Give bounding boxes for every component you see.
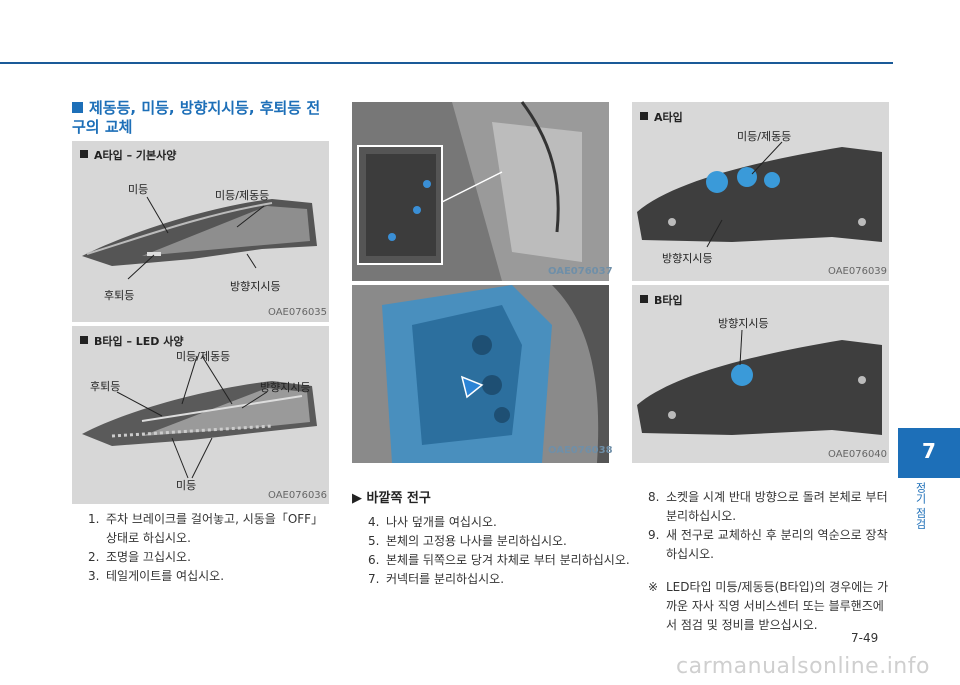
tail-lamp-illustration: [82, 196, 317, 280]
callout-back-up-lamp: 후퇴등: [90, 380, 121, 393]
photo-lamp-removal: OAE076038: [352, 285, 613, 463]
figure-label: B타입: [640, 292, 683, 308]
callout-tail-stop-lamp: 미등/제동등: [215, 189, 270, 202]
watermark: carmanualsonline.info: [676, 654, 930, 679]
figure-b-led: B타입 – LED 사양 미등/제동등 후퇴등 방향지시등 미등 OAE0760…: [72, 326, 329, 504]
lamp-back-b-illustration: [637, 329, 882, 435]
photo-screw-cover: OAE076037: [352, 101, 613, 281]
photo-code: OAE076038: [548, 445, 613, 456]
figure-label: B타입 – LED 사양: [80, 333, 184, 349]
page-number: 7-49: [851, 631, 879, 645]
callout-turn-signal: 방향지시등: [260, 381, 311, 394]
lamp-back-a-illustration: [637, 141, 882, 248]
figure-label: A타입 – 기본사양: [80, 147, 176, 163]
chapter-tab[interactable]: 7: [898, 428, 960, 478]
callout-turn-signal: 방향지시등: [230, 280, 281, 293]
steps-left: 1.주차 브레이크를 걸어놓고, 시동을「OFF」상태로 하십시오. 2.조명을…: [88, 510, 333, 586]
step-item: 2.조명을 끄십시오.: [88, 550, 191, 564]
step-item: 8.소켓을 시계 반대 방향으로 돌려 본체로 부터 분리하십시오.: [648, 490, 888, 523]
callout-tail-stop-lamp: 미등/제동등: [176, 350, 231, 363]
sub-section-title: ▶ 바깥쪽 전구: [352, 491, 431, 506]
step-item: 3.테일게이트를 여십시오.: [88, 569, 225, 583]
figure-code: OAE076036: [268, 490, 328, 501]
section-title: 제동등, 미등, 방향지시등, 후퇴등 전구의 교체: [72, 99, 321, 136]
section-bullet-icon: [72, 102, 83, 113]
note: ※ LED타입 미등/제동등(B타입)의 경우에는 가까운 자사 직영 서비스센…: [648, 578, 893, 635]
figure-code: OAE076035: [268, 307, 328, 318]
figure-a-type: A타입 미등/제동등 방향지시등 OAE076039: [632, 102, 889, 281]
figure-code: OAE076039: [828, 266, 888, 277]
callout-tail-stop-lamp: 미등/제동등: [737, 130, 792, 143]
header-rule: [0, 62, 893, 64]
figure-b-type: B타입 방향지시등 OAE076040: [632, 285, 889, 463]
callout-turn-signal: 방향지시등: [718, 317, 769, 330]
label-bullet-icon: [80, 336, 88, 344]
callout-tail-lamp: 미등: [176, 479, 197, 492]
callout-back-up-lamp: 후퇴등: [104, 289, 135, 302]
label-bullet-icon: [640, 295, 648, 303]
label-bullet-icon: [640, 112, 648, 120]
figure-a-basic: A타입 – 기본사양 미등 미등/제동등 후퇴등 방향지시등 OAE076035: [72, 141, 329, 322]
photo-lamp-removal-illustration: [352, 285, 609, 463]
step-item: 5.본체의 고정용 나사를 분리하십시오.: [368, 534, 567, 548]
label-bullet-icon: [80, 150, 88, 158]
note-text: LED타입 미등/제동등(B타입)의 경우에는 가까운 자사 직영 서비스센터 …: [666, 580, 889, 632]
step-item: 6.본체를 뒤쪽으로 당겨 차체로 부터 분리하십시오.: [368, 553, 630, 567]
photo-code: OAE076037: [548, 266, 613, 277]
callout-turn-signal: 방향지시등: [662, 252, 713, 265]
figure-code: OAE076040: [828, 449, 888, 460]
step-item: 7.커넥터를 분리하십시오.: [368, 572, 505, 586]
note-mark: ※: [648, 580, 659, 594]
step-item: 9.새 전구로 교체하신 후 분리의 역순으로 장착하십시오.: [648, 528, 888, 561]
step-item: 4.나사 덮개를 여십시오.: [368, 515, 497, 529]
photo-screw-cover-illustration: [352, 101, 609, 281]
steps-right: 8.소켓을 시계 반대 방향으로 돌려 본체로 부터 분리하십시오. 9.새 전…: [648, 488, 893, 564]
figure-label: A타입: [640, 109, 683, 125]
steps-mid: 4.나사 덮개를 여십시오. 5.본체의 고정용 나사를 분리하십시오. 6.본…: [368, 513, 630, 589]
led-lamp-illustration: [82, 355, 317, 479]
chapter-label: 정기 점검: [914, 482, 927, 530]
callout-tail-lamp: 미등: [128, 183, 149, 196]
step-item: 1.주차 브레이크를 걸어놓고, 시동을「OFF」상태로 하십시오.: [88, 512, 324, 545]
